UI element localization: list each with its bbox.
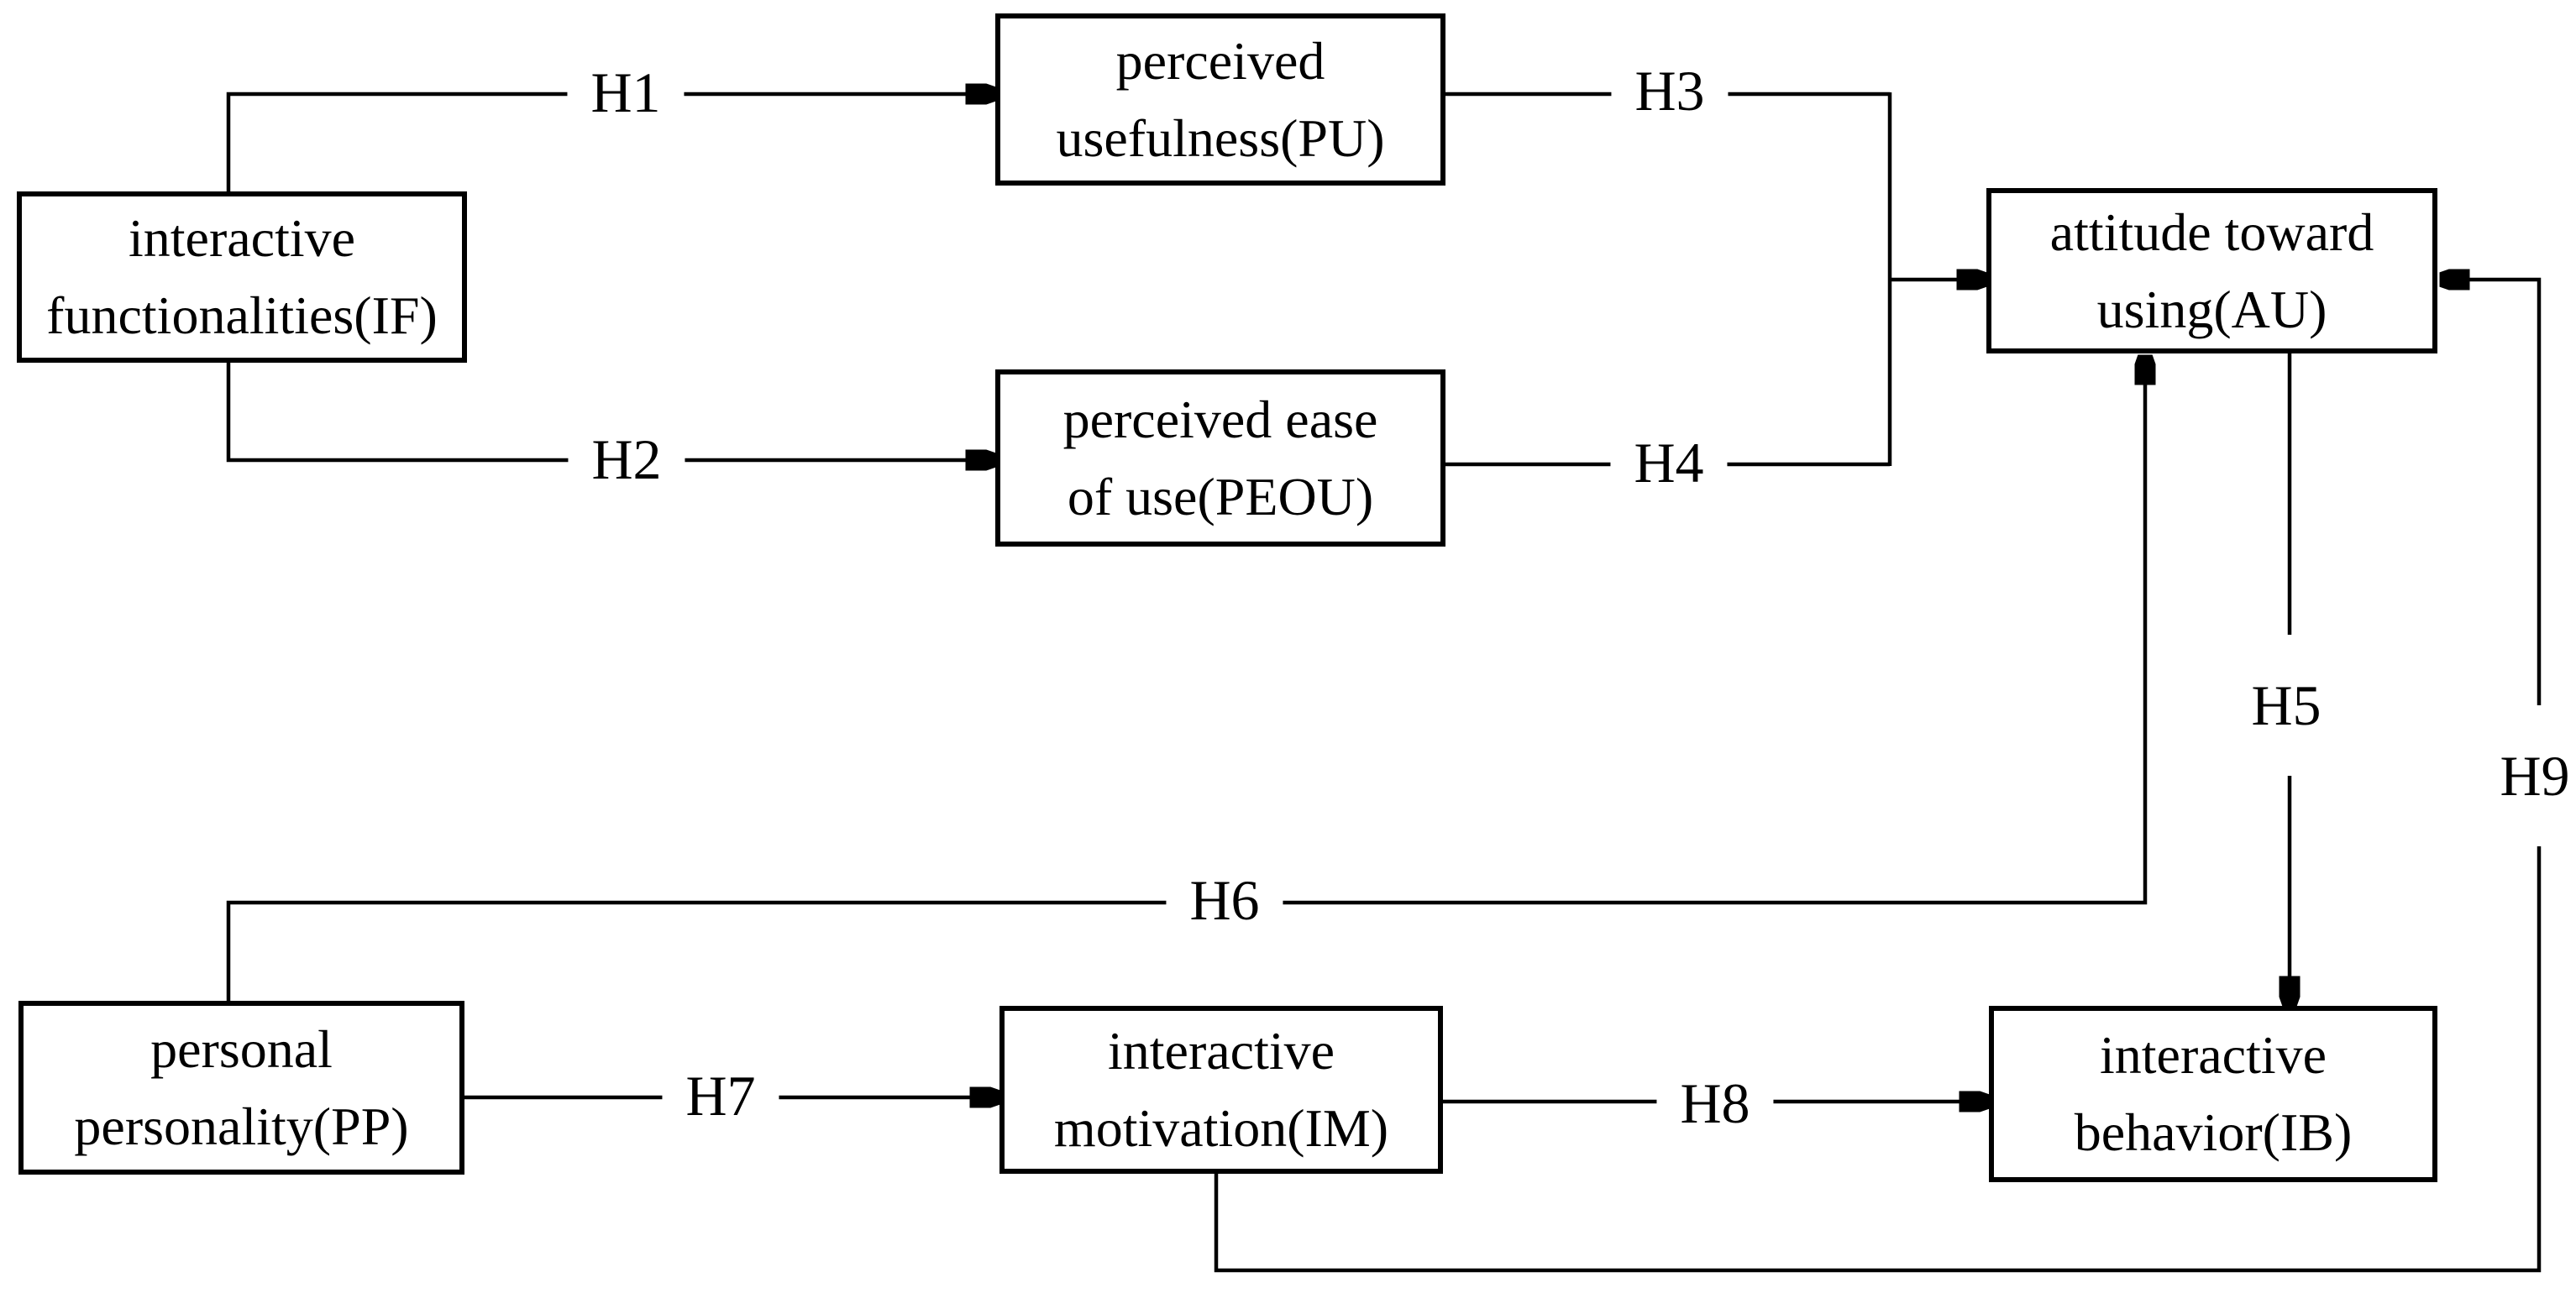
node-interactive-motivation-line1: interactive	[1107, 1021, 1335, 1081]
edge-label-h2: H2	[568, 424, 685, 495]
edge-label-h8: H8	[1656, 1068, 1774, 1139]
node-interactive-functionalities: interactive functionalities(IF)	[17, 191, 467, 363]
node-interactive-behavior-line1: interactive	[2099, 1025, 2327, 1086]
node-interactive-behavior: interactive behavior(IB)	[1989, 1006, 2437, 1182]
node-interactive-functionalities-line1: interactive	[128, 208, 356, 269]
node-personal-personality-line2: personality(PP)	[74, 1096, 409, 1156]
node-perceived-usefulness: perceived usefulness(PU)	[995, 13, 1445, 186]
edge-label-h9: H9	[2479, 705, 2576, 846]
node-perceived-usefulness-line1: perceived	[1115, 30, 1325, 91]
edge-label-h5: H5	[2231, 635, 2342, 776]
node-attitude-toward-using-line1: attitude toward	[2049, 202, 2374, 262]
edge-label-h4: H4	[1610, 427, 1728, 498]
edge-h1-if-to-pu	[226, 94, 994, 193]
edge-label-h7: H7	[662, 1060, 779, 1131]
edge-label-h3: H3	[1611, 55, 1729, 126]
node-interactive-behavior-line2: behavior(IB)	[2074, 1102, 2353, 1162]
node-perceived-ease-of-use-line2: of use(PEOU)	[1067, 466, 1374, 526]
edge-label-h1: H1	[567, 57, 685, 128]
node-personal-personality: personal personality(PP)	[18, 1001, 464, 1175]
node-interactive-motivation-line2: motivation(IM)	[1053, 1098, 1389, 1158]
node-interactive-functionalities-line2: functionalities(IF)	[46, 285, 438, 345]
node-perceived-ease-of-use-line1: perceived ease	[1062, 389, 1378, 449]
node-perceived-ease-of-use: perceived ease of use(PEOU)	[995, 369, 1445, 547]
node-personal-personality-line1: personal	[150, 1018, 333, 1079]
node-attitude-toward-using: attitude toward using(AU)	[1986, 188, 2437, 353]
edge-label-h6: H6	[1166, 865, 1283, 935]
node-perceived-usefulness-line2: usefulness(PU)	[1056, 107, 1385, 168]
node-interactive-motivation: interactive motivation(IM)	[999, 1006, 1443, 1174]
edge-h9-im-to-au	[1214, 280, 2542, 1273]
node-attitude-toward-using-line2: using(AU)	[2096, 279, 2327, 339]
edge-h2-if-to-peou	[226, 360, 994, 460]
